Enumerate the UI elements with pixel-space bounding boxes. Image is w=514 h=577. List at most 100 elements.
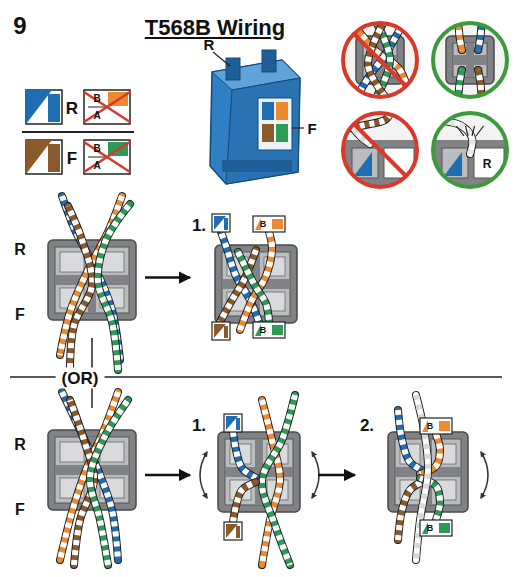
wire-tag — [420, 520, 452, 536]
side-label: F — [15, 307, 25, 323]
twisted-pair — [98, 204, 130, 370]
incorrect-example — [340, 20, 420, 100]
jack-step-two — [481, 452, 488, 498]
jack-back-view — [466, 43, 474, 77]
pair-letter: A — [93, 111, 100, 121]
twisted-pair — [238, 252, 269, 322]
side-label: R — [14, 242, 26, 258]
step-number: 1. — [192, 417, 206, 434]
color-key — [84, 140, 130, 174]
step-panel: 1. — [190, 215, 318, 340]
keystone-jack — [213, 52, 230, 66]
twisted-pair — [233, 432, 256, 478]
jack-step-one — [200, 452, 207, 498]
keystone-jack — [262, 124, 274, 142]
keystone-jack — [210, 60, 300, 184]
correct-example — [430, 20, 510, 100]
correct-example — [433, 23, 507, 97]
wire-tag — [420, 418, 452, 434]
jack-back-view — [446, 36, 494, 84]
pair-letter: A — [93, 161, 100, 171]
jack-back-view — [60, 252, 84, 272]
wire-tag — [212, 214, 230, 232]
color-key — [22, 90, 134, 174]
jack-back-view — [446, 36, 494, 84]
wire-tag — [439, 421, 450, 431]
incorrect-example — [340, 110, 420, 190]
twisted-pair — [98, 204, 130, 370]
twisted-pair — [68, 206, 92, 368]
jack-unterminated — [48, 196, 136, 370]
wire-tag — [439, 523, 450, 533]
jack-back-view — [60, 442, 84, 462]
wire-tag — [212, 322, 230, 340]
pair-letter: B — [93, 94, 100, 104]
step-number: 1. — [192, 217, 206, 234]
diagram-title: T568B Wiring — [105, 16, 325, 40]
jack-back-view — [218, 432, 300, 512]
step-panel: RF — [12, 420, 145, 530]
color-key — [84, 92, 130, 122]
jack-step-one — [212, 214, 297, 340]
twisted-pair — [233, 432, 256, 478]
wire-tag — [236, 526, 240, 538]
wire-tag — [253, 216, 285, 232]
divider — [10, 338, 502, 408]
step-panel: RF — [12, 225, 145, 330]
correct-example — [433, 113, 507, 187]
incorrect-example — [354, 124, 406, 176]
twisted-pair — [262, 395, 295, 565]
twisted-pair — [90, 400, 128, 565]
wire-tag — [272, 219, 283, 229]
jack-unterminated — [48, 392, 136, 565]
divider — [91, 388, 93, 408]
twisted-pair — [233, 482, 256, 522]
incorrect-example — [340, 20, 420, 100]
incorrect-example — [340, 20, 420, 100]
twisted-pair — [262, 395, 295, 565]
jack-step-one — [312, 452, 319, 498]
keystone-jack — [262, 50, 276, 72]
twisted-pair — [68, 206, 92, 368]
twisted-pair — [233, 482, 256, 522]
twisted-pair — [355, 20, 405, 100]
tag-letter: B — [427, 422, 434, 431]
keystone-jack — [258, 98, 292, 150]
side-label: F — [15, 502, 25, 518]
wire-tag — [224, 414, 242, 432]
row-letter: R — [66, 100, 78, 117]
keystone-jack — [276, 124, 288, 142]
correct-example — [430, 20, 510, 100]
twisted-pair — [355, 20, 405, 100]
pair-letter: B — [93, 144, 100, 154]
step-number: 9 — [13, 14, 26, 38]
insertion-sparks — [476, 126, 484, 136]
twisted-pair — [90, 400, 128, 565]
correct-example — [444, 152, 462, 176]
insertion-sparks — [457, 126, 484, 136]
twisted-pair — [355, 20, 405, 100]
alternative-note: (OR) — [56, 368, 105, 389]
divider — [91, 338, 93, 368]
incorrect-example — [343, 113, 417, 187]
color-key — [48, 94, 60, 122]
step-arrow — [145, 474, 190, 477]
row-letter: F — [67, 150, 77, 167]
incorrect-example — [340, 110, 420, 190]
incorrect-example — [343, 23, 417, 97]
twisted-pair — [90, 400, 128, 565]
wire-tag — [224, 522, 242, 540]
twisted-pair — [233, 432, 256, 478]
wire-tag — [253, 322, 285, 338]
part-label: R — [483, 158, 492, 170]
correct-example — [430, 20, 510, 100]
step-arrow — [145, 276, 190, 279]
twisted-pair — [90, 400, 128, 565]
twisted-pair — [355, 20, 405, 100]
twisted-pair — [238, 252, 269, 322]
wire-tag — [224, 326, 228, 338]
